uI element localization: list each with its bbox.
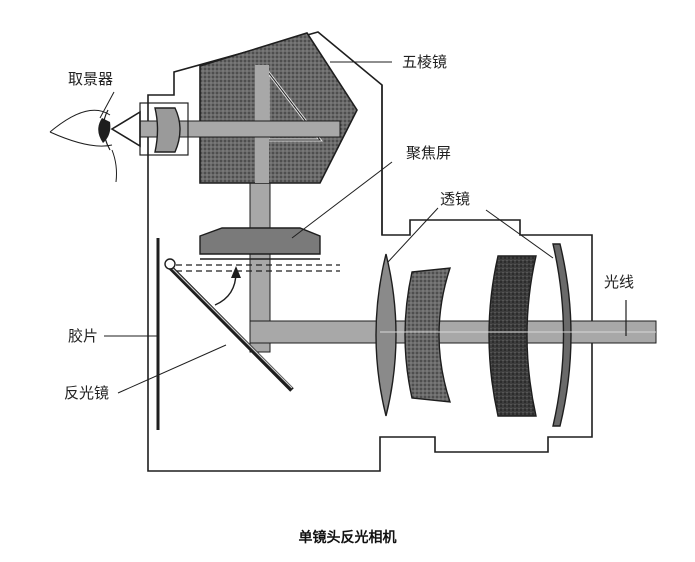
label-light-ray: 光线 [604, 273, 635, 291]
camera-body-outline [147, 31, 593, 472]
label-film: 胶片 [68, 327, 99, 345]
label-pentaprism: 五棱镜 [402, 53, 448, 71]
label-viewfinder: 取景器 [68, 70, 114, 88]
leader-lens-1 [387, 207, 439, 263]
pentaprism [199, 32, 358, 184]
label-lens: 透镜 [440, 190, 471, 208]
lens-element-1 [375, 253, 397, 417]
reflex-mirror [166, 263, 294, 392]
lens-element-2 [404, 267, 452, 403]
eyepiece-housing [139, 102, 189, 156]
label-reflex-mirror: 反光镜 [64, 384, 110, 402]
eye-icon [49, 109, 117, 183]
viewfinder-arrow-head [110, 110, 141, 148]
diagram-caption: 单镜头反光相机 [298, 530, 397, 546]
leader-lens-2 [485, 209, 554, 259]
lens-element-4 [552, 243, 572, 427]
mirror-flip-arrow-head [231, 266, 241, 278]
eyepiece-lens [154, 107, 181, 153]
leader-viewfinder [99, 91, 115, 119]
label-focusing-screen: 聚焦屏 [406, 144, 452, 162]
focusing-screen [199, 227, 321, 255]
reflex-mirror-highlight [169, 265, 293, 389]
leader-reflex-mirror [117, 344, 227, 394]
leader-focusing-screen [291, 161, 393, 239]
mirror-pivot [164, 258, 176, 270]
lens-element-3 [488, 255, 537, 417]
